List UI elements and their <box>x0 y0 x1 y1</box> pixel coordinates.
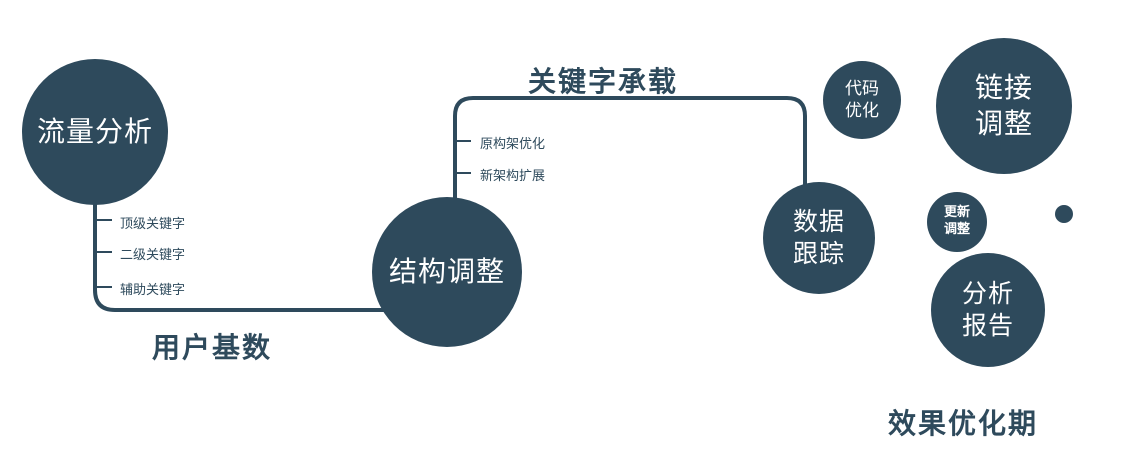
tick-label-arch-expand: 新架构扩展 <box>480 169 546 184</box>
traffic-to-structure-connector <box>93 190 430 312</box>
node-update-adjust: 更新 调整 <box>927 192 987 252</box>
node-data-tracking-line1: 数据 <box>792 206 845 236</box>
node-code-optimize: 代码 优化 <box>823 61 901 139</box>
node-update-adjust-line2: 调整 <box>943 222 970 237</box>
dot-marker <box>1055 205 1073 223</box>
tick-label-arch-optimize: 原构架优化 <box>480 137 546 152</box>
node-structure-adjust-label: 结构调整 <box>388 254 505 288</box>
node-data-tracking: 数据 跟踪 <box>763 182 875 294</box>
node-link-adjust-line2: 调整 <box>974 107 1033 140</box>
structure-to-tracking-connector <box>453 96 807 212</box>
node-data-tracking-line2: 跟踪 <box>792 239 845 268</box>
node-update-adjust-line1: 更新 <box>943 205 970 221</box>
edge-label-keyword-carry: 关键字承载 <box>528 65 679 98</box>
node-analysis-report-line1: 分析 <box>961 278 1014 308</box>
node-analysis-report: 分析 报告 <box>931 253 1045 367</box>
phase-label: 效果优化期 <box>888 407 1039 440</box>
node-structure-adjust: 结构调整 <box>372 197 522 347</box>
node-traffic-analysis: 流量分析 <box>22 59 168 205</box>
edge-label-user-base: 用户基数 <box>152 331 273 364</box>
node-link-adjust: 链接 调整 <box>936 38 1072 174</box>
node-link-adjust-line1: 链接 <box>974 70 1033 104</box>
node-traffic-analysis-label: 流量分析 <box>36 114 153 148</box>
node-code-optimize-line1: 代码 <box>845 78 879 99</box>
tick-label-top-keyword: 顶级关键字 <box>120 217 186 232</box>
tick-label-second-keyword: 二级关键字 <box>120 248 186 263</box>
node-analysis-report-line2: 报告 <box>961 311 1014 340</box>
node-code-optimize-line2: 优化 <box>845 101 879 121</box>
tick-label-aux-keyword: 辅助关键字 <box>120 283 186 298</box>
